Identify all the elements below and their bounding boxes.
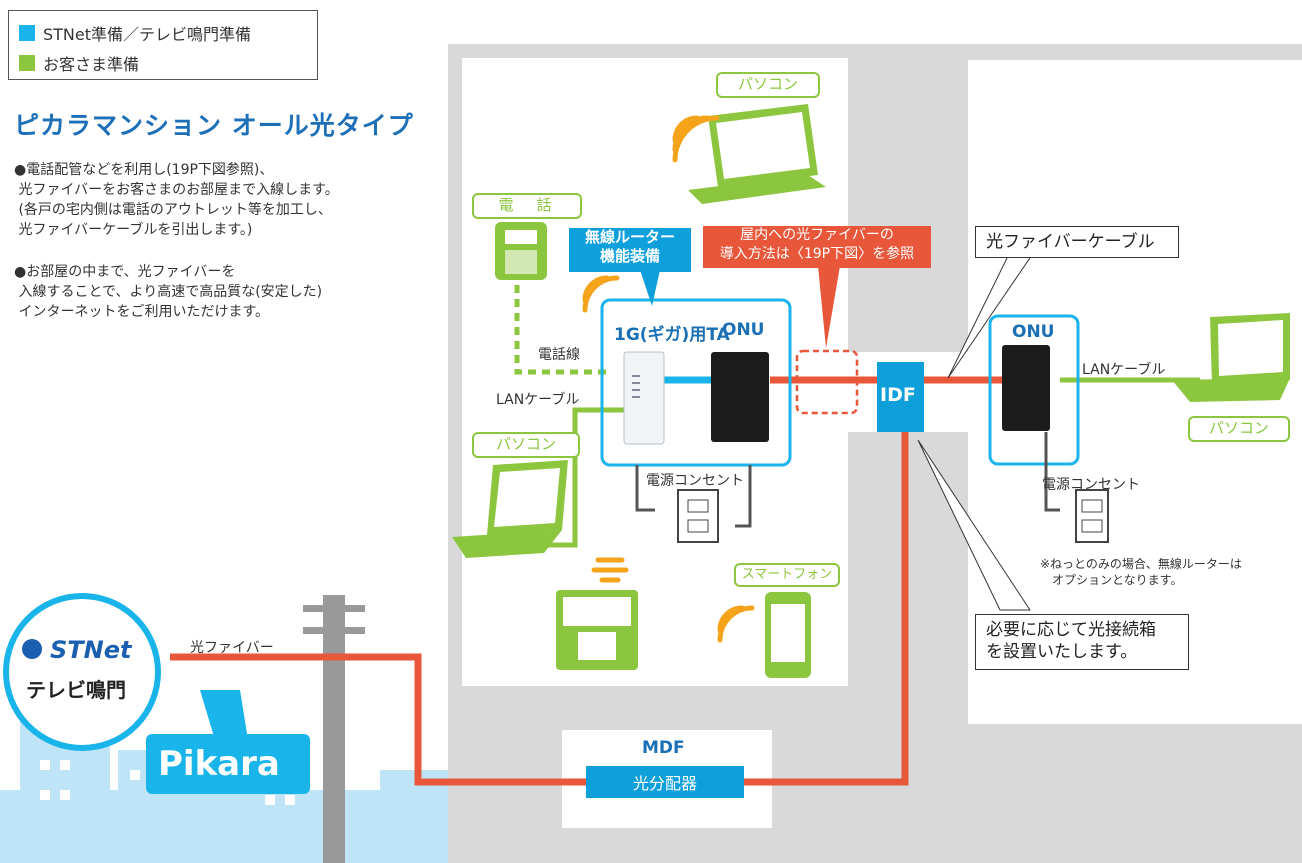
router-feature-pointer — [640, 270, 660, 306]
power-outlet-label-left: 電源コンセント — [646, 473, 744, 489]
idf-label: IDF — [880, 384, 916, 406]
indoor-note-pointer — [818, 266, 840, 348]
provider-equipment-frame-right — [988, 314, 1080, 466]
smartphone-icon — [765, 592, 811, 678]
bullet-2: ●お部屋の中まで、光ファイバーを 入線することで、より高速で高品質な(安定した)… — [14, 264, 323, 320]
power-cables — [635, 432, 1060, 528]
onu-device-right — [1002, 345, 1050, 431]
onu-label-left: ONU — [722, 320, 765, 340]
bullet-1: ●電話配管などを利用し(19P下図参照)、 光ファイバーをお客さまのお部屋まで入… — [14, 162, 339, 238]
provider-equipment-frame-left — [600, 298, 792, 467]
legend-label: お客さま準備 — [43, 55, 140, 74]
legend: STNet準備／テレビ鳴門準備 お客さま準備 — [8, 10, 318, 80]
fiber-lines — [170, 376, 1005, 786]
splitter-label: 光分配器 — [632, 774, 697, 793]
mdf-label: MDF — [642, 738, 685, 758]
idf-box — [877, 362, 924, 432]
phone-tag: 電 話 — [472, 193, 582, 219]
game-console-icon — [556, 590, 638, 670]
power-outlet-right — [1075, 489, 1109, 543]
legend-item-customer: お客さま準備 — [19, 51, 139, 75]
customer-swatch — [19, 55, 35, 71]
laptop-icon-top — [688, 104, 826, 204]
fiber-cable-callout: 光ファイバーケーブル — [975, 226, 1179, 258]
smartphone-tag: スマートフォン — [734, 563, 840, 587]
router-option-note: ※ねっとのみの場合、無線ルーターは オプションとなります。 — [1040, 557, 1242, 587]
junction-indicator — [795, 349, 859, 415]
laptop-icon-right — [1172, 313, 1290, 402]
utility-pole — [303, 595, 365, 863]
splitter-box — [586, 766, 744, 798]
onu-label-right: ONU — [1012, 322, 1055, 342]
router-feature-box: 無線ルーター 機能装備 — [569, 228, 691, 272]
phone-line — [514, 285, 612, 375]
legend-item-provider: STNet準備／テレビ鳴門準備 — [19, 21, 251, 45]
wifi-waves — [582, 115, 755, 643]
lan-cable-label-left: LANケーブル — [496, 392, 580, 408]
indoor-note-box: 屋内への光ファイバーの 導入方法は〈19P下図〉を参照 — [703, 226, 931, 268]
telephone-icon — [495, 222, 547, 280]
ta-router-device — [623, 351, 665, 445]
fiber-label: 光ファイバー — [190, 640, 274, 656]
pc-tag-left: パソコン — [472, 432, 580, 458]
junction-callout: 必要に応じて光接続箱 を設置いたします。 — [975, 614, 1189, 670]
legend-label: STNet準備／テレビ鳴門準備 — [43, 25, 252, 44]
pc-tag-right: パソコン — [1188, 416, 1290, 442]
brand-badge — [3, 593, 310, 794]
pc-tag-top: パソコン — [716, 72, 820, 98]
phone-line-label: 電話線 — [538, 347, 580, 363]
power-outlet-left — [677, 489, 719, 543]
brand-tv-naruto: テレビ鳴門 — [26, 678, 126, 702]
provider-swatch — [19, 25, 35, 41]
laptop-icon-left — [452, 460, 568, 558]
lan-cable-label-right: LANケーブル — [1082, 362, 1166, 378]
brand-stnet: STNet — [50, 636, 132, 664]
brand-pikara: Pikara — [158, 744, 280, 784]
page-title: ピカラマンション オール光タイプ — [14, 111, 414, 140]
onu-device-left — [711, 352, 769, 442]
power-outlet-label-right: 電源コンセント — [1042, 477, 1140, 493]
ta-label: 1G(ギガ)用TA — [614, 325, 730, 345]
